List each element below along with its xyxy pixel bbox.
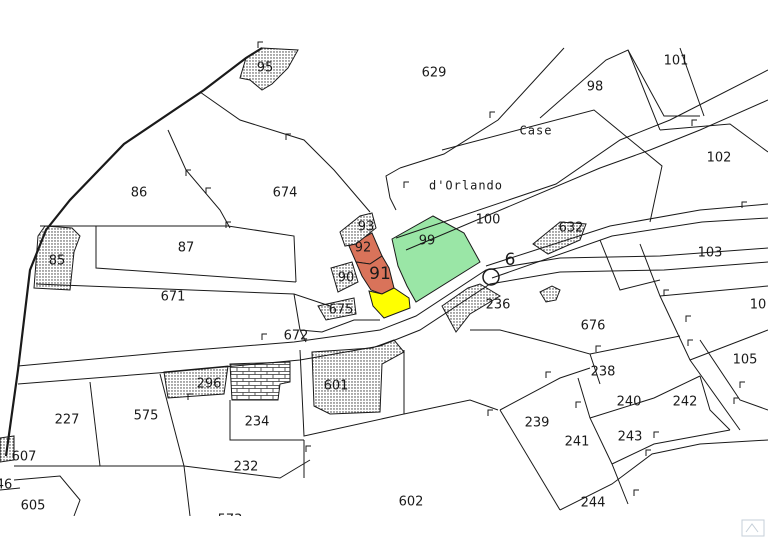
parcel-label-674: 674 bbox=[273, 186, 298, 201]
parcel-label-575: 575 bbox=[134, 409, 159, 424]
parcel-label-93: 93 bbox=[358, 220, 375, 235]
parcel-label-95: 95 bbox=[257, 61, 274, 76]
parcel-label-92: 92 bbox=[355, 241, 372, 256]
parcel-label-227: 227 bbox=[55, 413, 80, 428]
parcel-label-244: 244 bbox=[581, 496, 606, 511]
locality-case: Case bbox=[520, 124, 553, 138]
parcel-label-101: 101 bbox=[664, 54, 689, 69]
parcel-label-234: 234 bbox=[245, 415, 270, 430]
parcel-label-242: 242 bbox=[673, 395, 698, 410]
east-road-south bbox=[491, 217, 768, 279]
building-90 bbox=[330, 261, 359, 293]
parcel-label-91: 91 bbox=[369, 264, 391, 284]
upper-road-north bbox=[395, 69, 768, 239]
parcel-label-236: 236 bbox=[486, 298, 511, 313]
parcel-boundaries bbox=[0, 47, 768, 517]
parcel-label-85: 85 bbox=[49, 254, 66, 269]
parcel-label-87: 87 bbox=[178, 241, 195, 256]
parcel-label-675: 675 bbox=[329, 303, 354, 318]
parcel-label-605: 605 bbox=[21, 499, 46, 514]
parcel-label-629: 629 bbox=[422, 66, 447, 81]
building-675 bbox=[317, 297, 357, 321]
survey-point-circle[interactable] bbox=[482, 268, 500, 286]
upper-road-south bbox=[405, 99, 768, 251]
parcel-label-240: 240 bbox=[617, 395, 642, 410]
parcel-label-238: 238 bbox=[591, 365, 616, 380]
watermark-logo bbox=[741, 519, 765, 537]
parcel-label-90: 90 bbox=[338, 271, 355, 286]
municipal-boundary bbox=[4, 47, 263, 457]
parcel-label-103: 103 bbox=[698, 246, 723, 261]
parcel-label-671: 671 bbox=[161, 290, 186, 305]
parcel-label-601: 601 bbox=[324, 379, 349, 394]
parcel-label-10: 10 bbox=[750, 298, 767, 313]
parcel-label-632: 632 bbox=[559, 221, 584, 236]
parcel-label-241: 241 bbox=[565, 435, 590, 450]
parcel-91-yellow[interactable] bbox=[368, 287, 411, 319]
boundary-ticks bbox=[185, 41, 747, 496]
bottom-margin bbox=[0, 516, 768, 560]
east-road-north bbox=[485, 203, 768, 267]
parcel-label-99: 99 bbox=[419, 234, 436, 249]
building-234-bricks bbox=[229, 361, 291, 401]
survey-point-label: 6 bbox=[505, 250, 516, 270]
building-95 bbox=[239, 47, 299, 91]
parcel-label-46: 46 bbox=[0, 478, 12, 493]
parcel-label-232: 232 bbox=[234, 460, 259, 475]
building-93 bbox=[339, 212, 377, 247]
parcel-label-672: 672 bbox=[284, 329, 309, 344]
building-296 bbox=[163, 365, 229, 399]
road-edge-south bbox=[17, 261, 768, 385]
parcel-label-86: 86 bbox=[131, 186, 148, 201]
parcel-label-100: 100 bbox=[476, 213, 501, 228]
building-601 bbox=[311, 339, 405, 415]
parcel-label-296: 296 bbox=[197, 377, 222, 392]
parcel-labels: 95 629 98 101 102 86 674 93 100 632 92 9… bbox=[0, 54, 766, 528]
parcel-label-239: 239 bbox=[525, 416, 550, 431]
parcel-label-676: 676 bbox=[581, 319, 606, 334]
parcel-label-98: 98 bbox=[587, 80, 604, 95]
parcel-label-105: 105 bbox=[733, 353, 758, 368]
parcel-label-243: 243 bbox=[618, 430, 643, 445]
building-small-676 bbox=[539, 285, 561, 303]
building-236 bbox=[441, 283, 501, 333]
locality-dorlando: d'Orlando bbox=[429, 179, 503, 193]
building-632 bbox=[532, 221, 587, 255]
parcel-99-highlight[interactable] bbox=[391, 215, 481, 303]
parcel-label-602: 602 bbox=[399, 495, 424, 510]
road-edge-north bbox=[17, 247, 768, 367]
parcel-label-607: 607 bbox=[12, 450, 37, 465]
parcel-label-102: 102 bbox=[707, 151, 732, 166]
